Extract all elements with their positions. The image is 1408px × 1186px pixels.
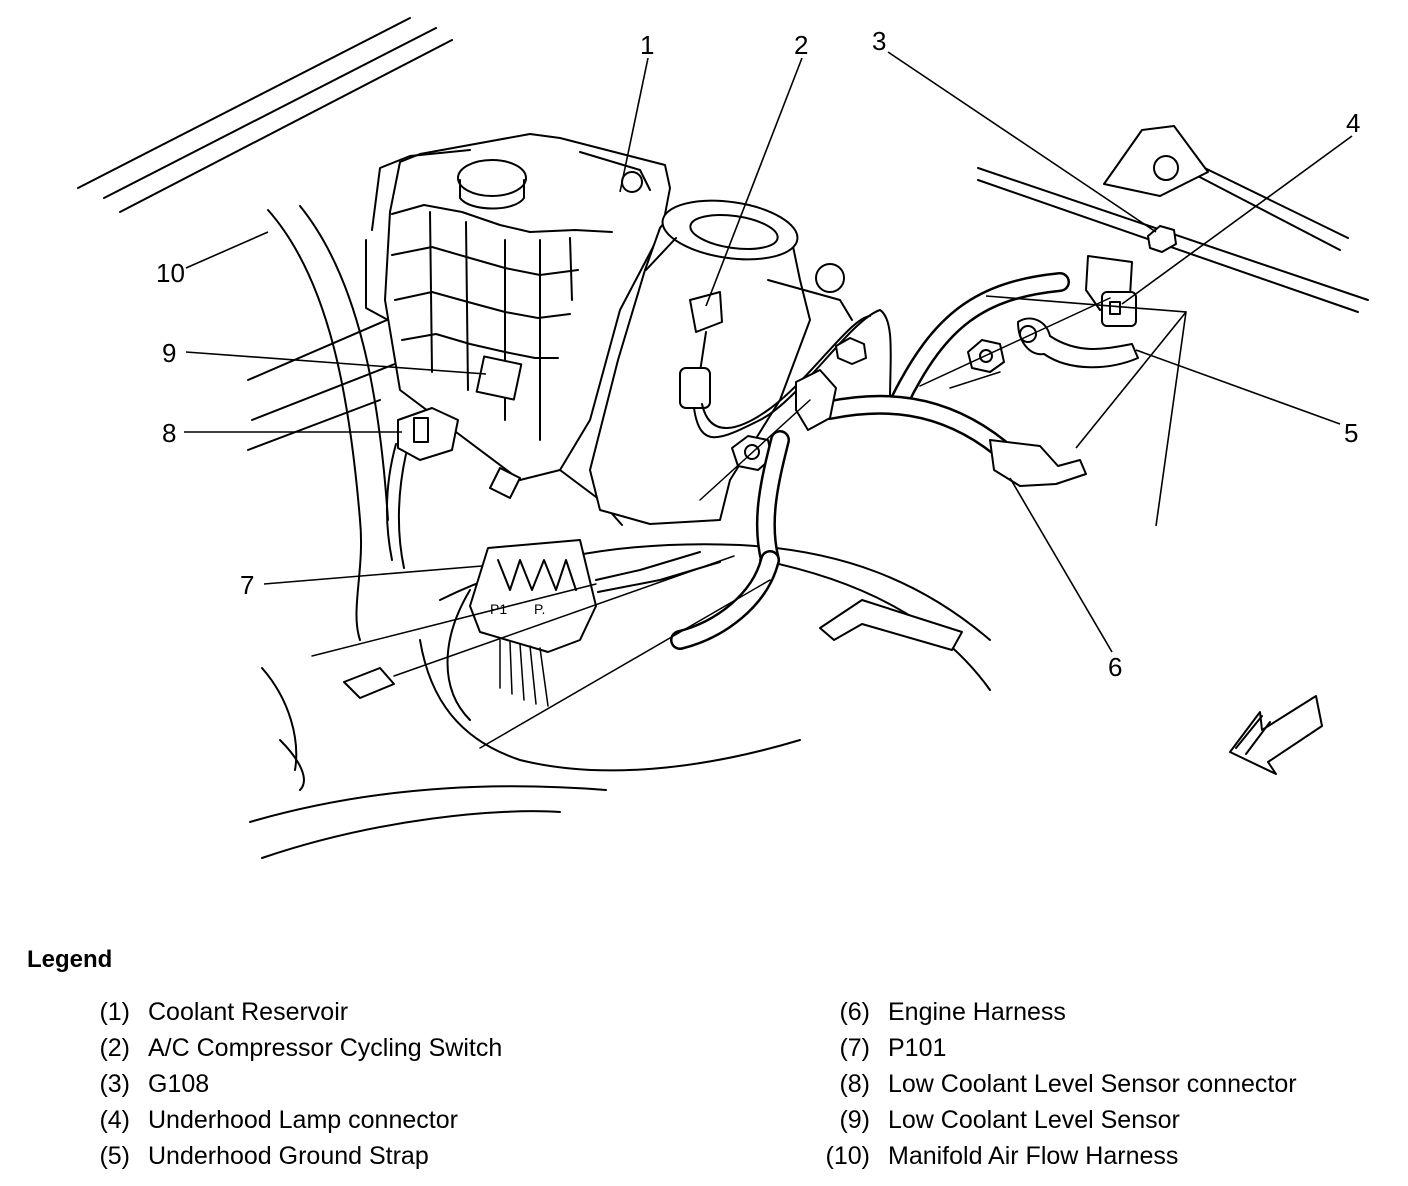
legend-title: Legend xyxy=(27,946,113,973)
lamp-connector-and-strap xyxy=(1017,255,1139,369)
legend-item-label: Low Coolant Level Sensor xyxy=(888,1105,1180,1134)
coolant-reservoir-drawing xyxy=(365,133,671,526)
diagram-svg: P1 P. xyxy=(77,17,1369,859)
legend-item: (7) P101 xyxy=(820,1030,1297,1066)
legend-item-number: (7) xyxy=(839,1033,870,1062)
callout-9: 9 xyxy=(162,338,176,368)
callout-10: 10 xyxy=(156,258,185,288)
callout-5: 5 xyxy=(1344,418,1358,448)
p-label: P. xyxy=(534,601,545,617)
legend-item-number: (6) xyxy=(839,997,870,1026)
legend-item-label: Engine Harness xyxy=(888,997,1066,1026)
ac-switch-harness xyxy=(679,291,892,439)
legend-item: (5) Underhood Ground Strap xyxy=(80,1138,502,1174)
p101-connector-drawing: P1 P. xyxy=(343,539,721,707)
legend-item-number: (4) xyxy=(99,1105,130,1134)
fender-recess xyxy=(819,599,963,651)
legend-item-number: (3) xyxy=(99,1069,130,1098)
legend-item-number: (5) xyxy=(99,1141,130,1170)
air-intake-tube xyxy=(589,199,853,525)
legend-item-number: (9) xyxy=(839,1105,870,1134)
legend-item-label: A/C Compressor Cycling Switch xyxy=(148,1033,503,1062)
legend-item: (10) Manifold Air Flow Harness xyxy=(820,1138,1297,1174)
callout-3: 3 xyxy=(872,26,886,56)
callout-1: 1 xyxy=(640,30,654,60)
fender-lines xyxy=(77,17,453,213)
legend-item: (3) G108 xyxy=(80,1066,502,1102)
legend-item: (9) Low Coolant Level Sensor xyxy=(820,1102,1297,1138)
callout-numbers: 1 2 3 4 5 6 7 8 9 10 xyxy=(156,26,1360,682)
reference-lines xyxy=(311,297,1111,749)
legend-item-number: (2) xyxy=(99,1033,130,1062)
legend-item: (8) Low Coolant Level Sensor connector xyxy=(820,1066,1297,1102)
legend-column-left: (1) Coolant Reservoir (2) A/C Compressor… xyxy=(80,994,502,1174)
maf-harness-area xyxy=(247,205,411,641)
callout-4: 4 xyxy=(1346,108,1360,138)
legend-item-label: Underhood Ground Strap xyxy=(148,1141,429,1170)
callout-7: 7 xyxy=(240,570,254,600)
callout-6: 6 xyxy=(1108,652,1122,682)
lower-body-lines xyxy=(249,543,991,859)
legend-item-label: P101 xyxy=(888,1033,947,1062)
engine-compartment-diagram: P1 P. xyxy=(77,17,1369,859)
legend-item: (4) Underhood Lamp connector xyxy=(80,1102,502,1138)
callout-2: 2 xyxy=(794,30,808,60)
legend-item: (1) Coolant Reservoir xyxy=(80,994,502,1030)
legend-item-number: (8) xyxy=(839,1069,870,1098)
legend-item: (6) Engine Harness xyxy=(820,994,1297,1030)
legend-item: (2) A/C Compressor Cycling Switch xyxy=(80,1030,502,1066)
callout-8: 8 xyxy=(162,418,176,448)
hood-bracket xyxy=(1103,125,1209,197)
legend-item-number: (1) xyxy=(99,997,130,1026)
leader-lines xyxy=(184,51,1353,653)
arrow-down-left-icon xyxy=(1229,695,1323,775)
legend-item-label: Low Coolant Level Sensor connector xyxy=(888,1069,1297,1098)
legend-item-label: Coolant Reservoir xyxy=(148,997,349,1026)
legend: Legend (1) Coolant Reservoir (2) A/C Com… xyxy=(0,940,1408,1186)
legend-item-label: Underhood Lamp connector xyxy=(148,1105,458,1134)
engine-harness-drawing xyxy=(670,272,1087,650)
legend-item-number: (10) xyxy=(825,1141,870,1170)
legend-item-label: Manifold Air Flow Harness xyxy=(888,1141,1179,1170)
low-coolant-connector-drawing xyxy=(386,407,521,569)
legend-column-right: (6) Engine Harness (7) P101 (8) Low Cool… xyxy=(820,994,1297,1174)
legend-item-label: G108 xyxy=(148,1069,210,1098)
